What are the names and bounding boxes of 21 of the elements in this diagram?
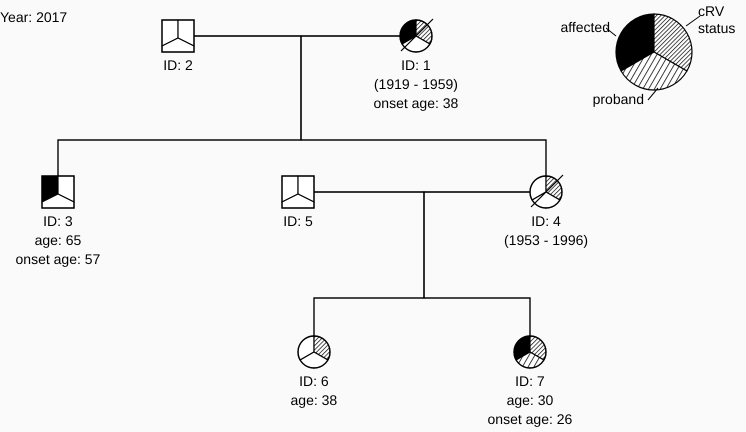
person-detail: onset age: 38 — [374, 94, 458, 113]
legend-label: affected — [560, 19, 610, 36]
year-label: Year: 2017 — [0, 9, 68, 26]
id-label: ID: 3 — [43, 212, 73, 231]
id-label: ID: 6 — [299, 372, 329, 391]
id-label: ID: 4 — [531, 212, 561, 231]
legend-label: cRV status — [698, 3, 736, 37]
person-detail: age: 38 — [290, 391, 338, 410]
pedigree-line — [300, 35, 547, 176]
person-detail: age: 65 — [34, 231, 82, 250]
id-label: ID: 2 — [163, 56, 193, 75]
id-label: ID: 1 — [401, 56, 431, 75]
person-detail: onset age: 57 — [16, 250, 100, 269]
pedigree-line — [423, 191, 531, 336]
person-detail: age: 30 — [506, 391, 554, 410]
id-label: ID: 7 — [515, 372, 545, 391]
person-detail: onset age: 26 — [488, 410, 572, 429]
person-detail: (1953 - 1996) — [504, 231, 588, 250]
legend-label: proband — [592, 91, 644, 108]
id-label: ID: 5 — [283, 212, 313, 231]
person-detail: (1919 - 1959) — [374, 75, 458, 94]
